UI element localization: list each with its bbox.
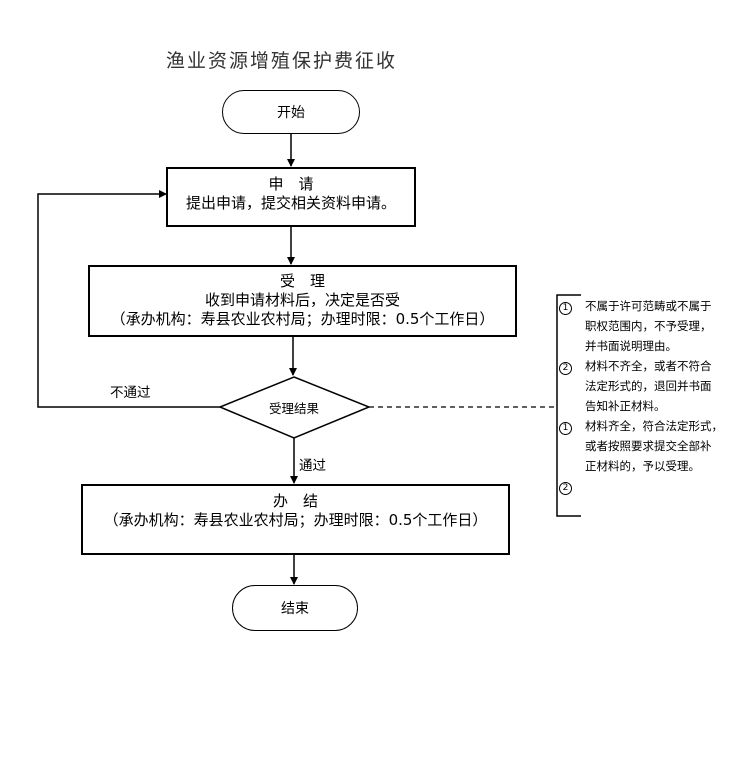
pass-label: 通过 bbox=[299, 458, 326, 474]
note-number: 2 bbox=[559, 482, 572, 495]
start-label: 开始 bbox=[277, 105, 305, 121]
note-item: 2 材料不齐全，或者不符合 法定形式的，退回并书面 告知补正材料。 bbox=[559, 356, 729, 416]
note-number: 2 bbox=[559, 362, 572, 375]
note-bracket bbox=[556, 294, 581, 517]
note-line: 材料齐全，符合法定形式， bbox=[585, 419, 723, 433]
accept-line2: （承办机构：寿县农业农村局；办理时限：0.5个工作日） bbox=[110, 310, 495, 328]
notes-panel: 1 不属于许可范畴或不属于 职权范围内，不予受理， 并书面说明理由。 2 材料不… bbox=[559, 296, 729, 496]
note-item: 2 bbox=[559, 476, 729, 496]
note-line: 并书面说明理由。 bbox=[585, 339, 677, 353]
apply-heading: 申 请 bbox=[268, 175, 314, 193]
handle-box: 办 结 （承办机构：寿县农业农村局；办理时限：0.5个工作日） bbox=[81, 484, 510, 555]
note-line: 职权范围内，不予受理， bbox=[585, 319, 712, 333]
accept-box: 受 理 收到申请材料后，决定是否受 （承办机构：寿县农业农村局；办理时限：0.5… bbox=[88, 265, 517, 337]
note-line: 法定形式的，退回并书面 bbox=[585, 379, 712, 393]
note-number: 1 bbox=[559, 422, 572, 435]
note-line: 或者按照要求提交全部补 bbox=[585, 439, 712, 453]
arrow-fail-loop bbox=[37, 190, 220, 408]
handle-text: （承办机构：寿县农业农村局；办理时限：0.5个工作日） bbox=[103, 511, 488, 529]
note-line: 材料不齐全，或者不符合 bbox=[585, 359, 712, 373]
note-item: 1 材料齐全，符合法定形式， 或者按照要求提交全部补 正材料的，予以受理。 bbox=[559, 416, 729, 476]
note-item: 1 不属于许可范畴或不属于 职权范围内，不予受理， 并书面说明理由。 bbox=[559, 296, 729, 356]
accept-heading: 受 理 bbox=[279, 272, 325, 290]
end-label: 结束 bbox=[281, 601, 309, 617]
page-title: 渔业资源增殖保护费征收 bbox=[166, 50, 398, 72]
accept-line1: 收到申请材料后，决定是否受 bbox=[204, 291, 400, 309]
end-node: 结束 bbox=[232, 585, 358, 631]
start-node: 开始 bbox=[222, 90, 360, 134]
note-line: 正材料的，予以受理。 bbox=[585, 459, 700, 473]
note-line: 告知补正材料。 bbox=[585, 399, 666, 413]
note-line: 不属于许可范畴或不属于 bbox=[585, 299, 712, 313]
note-number: 1 bbox=[559, 302, 572, 315]
apply-text: 提出申请，提交相关资料申请。 bbox=[185, 194, 396, 212]
fail-label: 不通过 bbox=[110, 385, 151, 401]
handle-heading: 办 结 bbox=[272, 492, 318, 510]
decision-label: 受理结果 bbox=[268, 401, 319, 416]
apply-box: 申 请 提出申请，提交相关资料申请。 bbox=[166, 167, 416, 227]
